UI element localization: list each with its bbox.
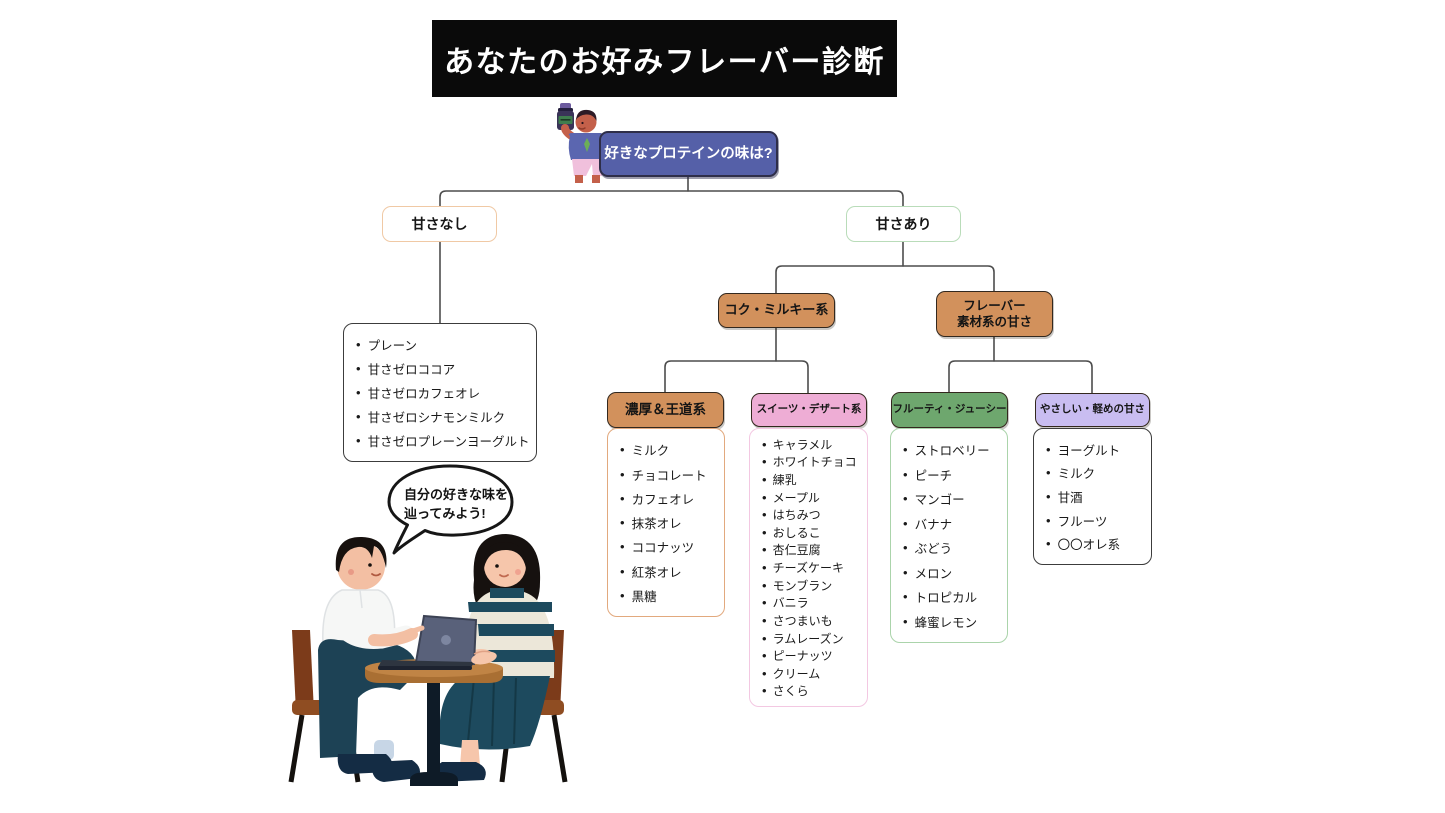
list-item: おしるこ: [762, 524, 861, 541]
person-with-protein-illustration: [557, 103, 606, 183]
list-item: モンブラン: [762, 577, 861, 594]
list-item: ぶどう: [903, 538, 1001, 557]
speech-bubble: [387, 464, 514, 555]
list-item: トロピカル: [903, 587, 1001, 606]
connector-level1: [439, 190, 904, 207]
laptop-icon: [378, 614, 478, 670]
speech-bubble-text: 自分の好きな味を 辿ってみよう!: [404, 487, 509, 521]
list-item: ピーチ: [903, 465, 1001, 484]
sweets-dessert-flavors-list: キャラメルホワイトチョコ練乳メープルはちみつおしるこ杏仁豆腐チーズケーキモンブラ…: [749, 428, 868, 707]
node-no-sweetness: 甘さなし: [382, 206, 497, 242]
node-gentle-light: やさしい・軽めの甘さ: [1035, 393, 1150, 427]
woman-figure: [429, 534, 555, 782]
list-item: チョコレート: [620, 465, 718, 484]
node-rich-classic: 濃厚＆王道系: [607, 392, 724, 428]
list-item: 蜂蜜レモン: [903, 612, 1001, 631]
list-item: バニラ: [762, 594, 861, 611]
list-item: ミルク: [1046, 463, 1145, 482]
list-item: さくら: [762, 682, 861, 699]
rich-classic-flavors-list: ミルクチョコレートカフェオレ抹茶オレココナッツ紅茶オレ黒糖: [607, 428, 725, 617]
node-koku-milky: コク・ミルキー系: [718, 293, 835, 328]
list-item: ピーナッツ: [762, 647, 861, 664]
list-item: さつまいも: [762, 612, 861, 629]
list-item: ミルク: [620, 440, 718, 459]
list-item: チーズケーキ: [762, 559, 861, 576]
node-sweets-dessert: スイーツ・デザート系: [751, 393, 867, 427]
list-item: ホワイトチョコ: [762, 453, 861, 470]
people-at-table-illustration: [288, 534, 568, 786]
fruity-juicy-flavors-list: ストロベリーピーチマンゴーバナナぶどうメロントロピカル蜂蜜レモン: [890, 428, 1008, 643]
list-item: 甘さゼロプレーンヨーグルト: [356, 431, 530, 450]
list-item: 練乳: [762, 471, 861, 488]
list-item: 抹茶オレ: [620, 513, 718, 532]
connector-level3a: [664, 360, 809, 394]
list-item: 甘さゼロカフェオレ: [356, 383, 530, 402]
connector-level2: [775, 265, 995, 294]
list-item: 紅茶オレ: [620, 562, 718, 581]
list-item: はちみつ: [762, 506, 861, 523]
list-item: クリーム: [762, 665, 861, 682]
speech-bubble-shape: [387, 464, 514, 555]
page-title: あなたのお好みフレーバー診断: [432, 20, 897, 97]
list-item: メープル: [762, 489, 861, 506]
node-with-sweetness: 甘さあり: [846, 206, 961, 242]
list-item: カフェオレ: [620, 489, 718, 508]
small-person-figure: [561, 109, 606, 183]
list-item: 杏仁豆腐: [762, 541, 861, 558]
list-item: プレーン: [356, 335, 530, 354]
node-flavor-material: フレーバー 素材系の甘さ: [936, 291, 1053, 337]
plain-flavors-list: プレーン甘さゼロココア甘さゼロカフェオレ甘さゼロシナモンミルク甘さゼロプレーンヨ…: [343, 323, 537, 462]
connector-level3b: [948, 360, 1093, 394]
list-item: ラムレーズン: [762, 630, 861, 647]
gentle-light-flavors-list: ヨーグルトミルク甘酒フルーツ〇〇オレ系: [1033, 428, 1152, 565]
list-item: ココナッツ: [620, 537, 718, 556]
list-item: メロン: [903, 563, 1001, 582]
list-item: ストロベリー: [903, 440, 1001, 459]
node-fruity-juicy: フルーティ・ジューシー: [891, 392, 1008, 428]
man-figure: [318, 536, 420, 782]
man-pointing-arm: [327, 605, 425, 649]
root-question-node: 好きなプロテインの味は?: [599, 131, 778, 177]
list-item: バナナ: [903, 514, 1001, 533]
list-item: ヨーグルト: [1046, 440, 1145, 459]
list-item: 甘さゼロシナモンミルク: [356, 407, 530, 426]
list-item: キャラメル: [762, 436, 861, 453]
list-item: 黒糖: [620, 586, 718, 605]
protein-jar-icon: [557, 103, 574, 130]
list-item: 甘酒: [1046, 487, 1145, 506]
woman-hands: [471, 650, 497, 665]
list-item: フルーツ: [1046, 511, 1145, 530]
list-item: マンゴー: [903, 489, 1001, 508]
list-item: 甘さゼロココア: [356, 359, 530, 378]
list-item: 〇〇オレ系: [1046, 534, 1145, 553]
